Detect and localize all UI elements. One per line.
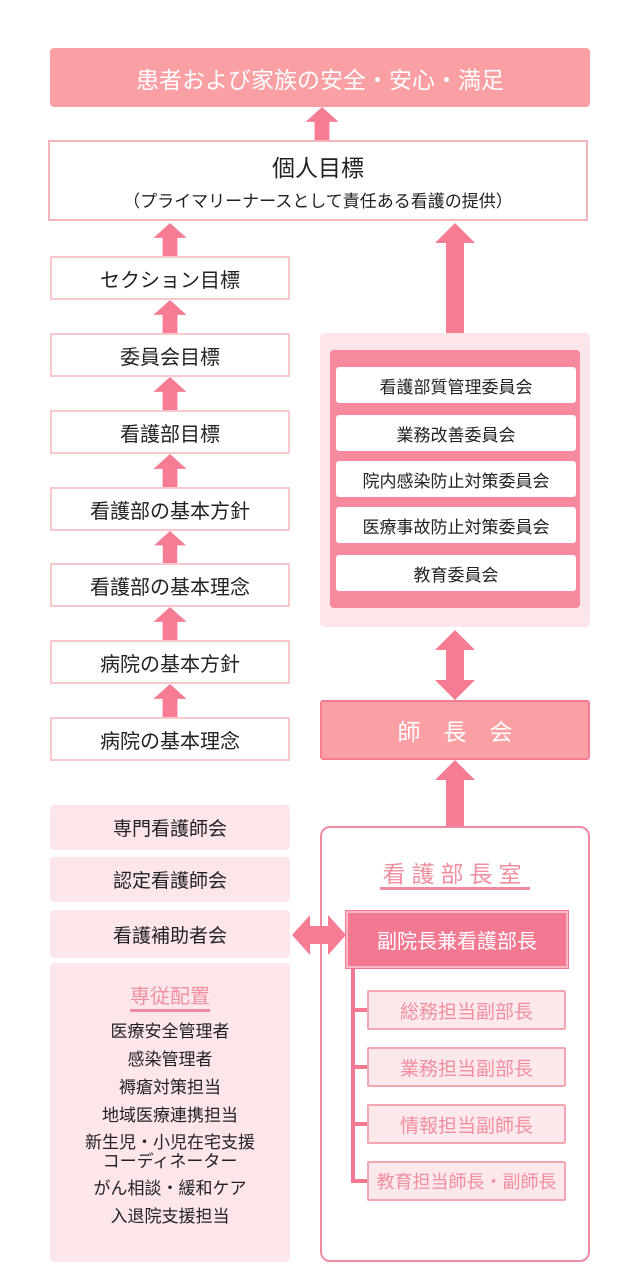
up-arrow-icon — [153, 377, 187, 410]
up-arrow-icon — [305, 107, 339, 140]
chain-item: 看護部の基本理念 — [50, 563, 290, 607]
dedicated-item: 入退院支援担当 — [110, 1207, 230, 1227]
personal-goal-box: 個人目標 （プライマリーナースとして責任ある看護の提供） — [48, 140, 588, 221]
committee-item: 看護部質管理委員会 — [336, 367, 576, 403]
deputy-box: 業務担当副部長 — [367, 1047, 566, 1087]
branch-line — [351, 1008, 367, 1012]
deputy-box: 総務担当副部長 — [367, 990, 566, 1030]
dedicated-item: がん相談・緩和ケア — [93, 1179, 247, 1199]
up-arrow-icon — [153, 300, 187, 333]
dedicated-item: 褥瘡対策担当 — [119, 1078, 221, 1098]
group-box: 専門看護師会 — [50, 805, 290, 850]
up-arrow-icon — [153, 454, 187, 487]
personal-goal-title: 個人目標 — [272, 156, 364, 182]
dedicated-item: 感染管理者 — [127, 1050, 213, 1070]
committee-item: 院内感染防止対策委員会 — [336, 461, 576, 497]
nursing-office-title: 看護部長室 — [382, 862, 528, 888]
up-arrow-icon — [153, 607, 187, 640]
group-box: 看護補助者会 — [50, 910, 290, 958]
group-box: 認定看護師会 — [50, 857, 290, 902]
chain-item: 看護部の基本方針 — [50, 487, 290, 531]
committee-item: 医療事故防止対策委員会 — [336, 507, 576, 543]
tree-line — [351, 968, 355, 1183]
chain-item: セクション目標 — [50, 256, 290, 300]
up-arrow-icon — [154, 531, 186, 563]
double-arrow-icon — [435, 630, 475, 700]
up-arrow-icon — [153, 684, 187, 717]
up-arrow-icon — [435, 223, 475, 333]
dedicated-title: 専従配置 — [130, 983, 210, 1012]
director-box: 副院長兼看護部長 — [346, 911, 568, 968]
branch-line — [351, 1065, 367, 1069]
personal-goal-subtitle: （プライマリーナースとして責任ある看護の提供） — [123, 192, 513, 212]
committee-item: 業務改善委員会 — [336, 415, 576, 451]
chain-item: 看護部目標 — [50, 410, 290, 454]
branch-line — [351, 1179, 367, 1183]
dedicated-item: 医療安全管理者 — [110, 1022, 230, 1042]
dedicated-item: 新生児・小児在宅支援 コーディネーター — [85, 1133, 255, 1172]
chain-item: 病院の基本方針 — [50, 640, 290, 684]
deputy-box: 情報担当副師長 — [367, 1104, 566, 1144]
top-banner: 患者および家族の安全・安心・満足 — [50, 48, 590, 107]
committee-item: 教育委員会 — [336, 555, 576, 591]
deputy-box: 教育担当師長・副師長 — [367, 1161, 566, 1201]
double-arrow-icon — [292, 915, 346, 955]
dedicated-item: 地域医療連携担当 — [102, 1106, 238, 1126]
title-underline — [380, 887, 530, 890]
chain-item: 病院の基本理念 — [50, 717, 290, 761]
head-nurse-meeting: 師 長 会 — [320, 700, 590, 760]
branch-line — [351, 1122, 367, 1126]
dedicated-box: 専従配置 医療安全管理者 感染管理者 褥瘡対策担当 地域医療連携担当 新生児・小… — [50, 963, 290, 1262]
chain-item: 委員会目標 — [50, 333, 290, 377]
up-arrow-icon — [435, 760, 475, 826]
up-arrow-icon — [153, 223, 187, 256]
